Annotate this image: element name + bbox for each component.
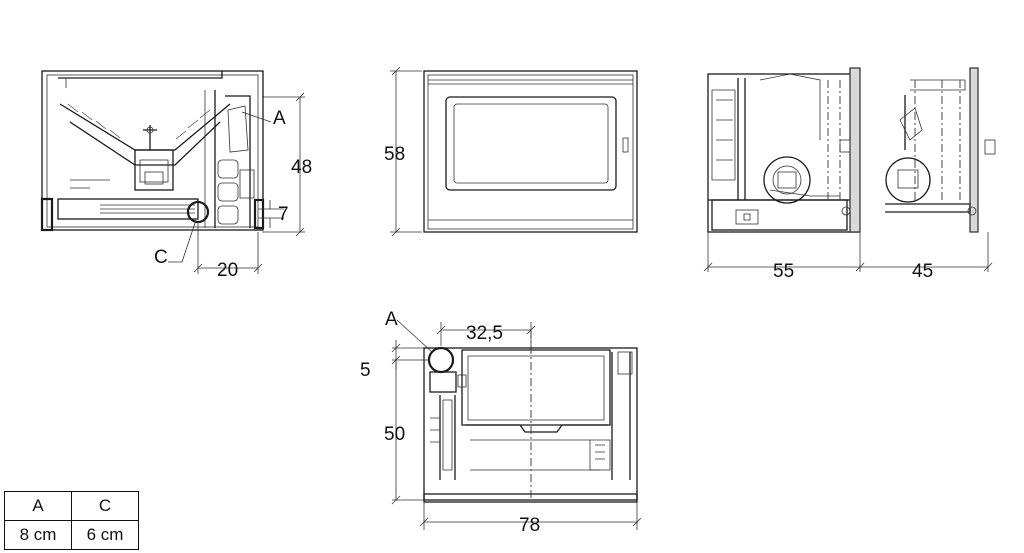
dimension-height-side: 48 [262, 92, 312, 237]
dimension-small-right: 7 [258, 200, 289, 228]
dim-50-label: 50 [384, 424, 405, 445]
dimension-depth-right: 45 [860, 232, 993, 282]
dim-32-5-label: 32,5 [466, 323, 503, 344]
dim-20-label: 20 [217, 260, 238, 281]
dimension-offset-small: 5 [360, 340, 430, 381]
table-value-c: 6 cm [71, 520, 139, 550]
table-value-a: 8 cm [4, 520, 72, 550]
dimension-plan-width: 78 [419, 502, 642, 536]
dim-55-label: 55 [773, 261, 794, 282]
table-header-row: A C [4, 491, 139, 521]
dimension-offset-a: 32,5 [436, 322, 536, 346]
dim-5-label: 5 [360, 360, 371, 381]
connection-size-table: A C 8 cm 6 cm [4, 491, 139, 550]
dim-78-label: 78 [519, 515, 540, 536]
table-header-c: C [71, 491, 139, 521]
label-a-bottom: A [385, 309, 398, 330]
dimension-front-height: 58 [384, 66, 422, 237]
side-view-partial [885, 67, 996, 233]
side-view [707, 67, 861, 233]
dimension-plan-depth: 50 [384, 360, 424, 505]
label-a-top: A [273, 108, 286, 129]
dim-45-label: 45 [912, 261, 933, 282]
front-view [423, 70, 638, 233]
table-value-row: 8 cm 6 cm [4, 520, 139, 550]
plan-view [423, 330, 638, 503]
dimension-width-small: 20 [193, 222, 263, 281]
dim-7-label: 7 [278, 204, 289, 225]
dim-48-label: 48 [291, 157, 312, 178]
table-header-a: A [4, 491, 72, 521]
label-c-top: C [154, 247, 168, 268]
dim-58-label: 58 [384, 144, 405, 165]
front-section-view [40, 70, 265, 232]
dimension-depth: 55 [703, 232, 865, 282]
